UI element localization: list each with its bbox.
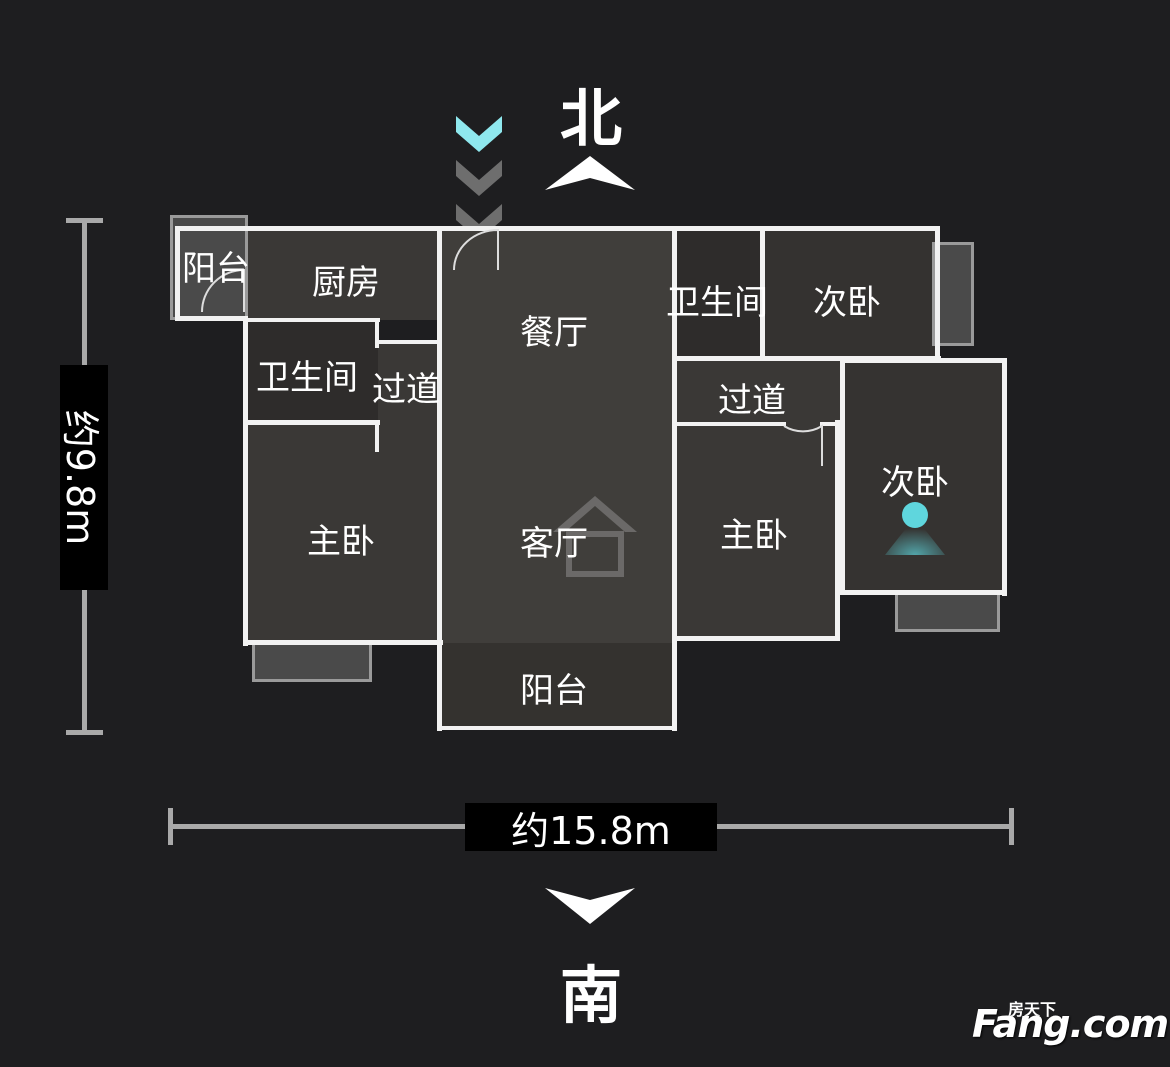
label-bath-north: 卫生间 — [666, 283, 768, 323]
depth-dimension-cap-top — [66, 218, 103, 223]
door-swing-icon — [783, 424, 823, 466]
fang-logo-text: Fang.com — [972, 1002, 1169, 1046]
wall — [820, 422, 840, 426]
label-kitchen: 厨房 — [312, 263, 380, 303]
label-master-west: 主卧 — [307, 522, 375, 562]
label-dining: 餐厅 — [520, 313, 588, 353]
room-bath-west — [248, 320, 378, 420]
room-master-west — [248, 425, 440, 640]
wall — [676, 422, 786, 426]
label-bedroom2-east: 次卧 — [881, 463, 949, 503]
room-master-east — [672, 425, 837, 640]
balcony-master-west — [252, 640, 372, 682]
wall — [175, 226, 180, 321]
room-corridor-west — [378, 340, 440, 425]
label-living: 客厅 — [520, 524, 588, 564]
label-master-east: 主卧 — [720, 516, 788, 556]
door-swing-icon — [201, 268, 245, 313]
south-arrow-icon — [545, 888, 635, 924]
wall — [175, 226, 940, 231]
depth-dimension-cap-bottom — [66, 730, 103, 735]
north-label: 北 — [560, 82, 623, 155]
wall — [676, 356, 941, 361]
width-dimension-cap-right — [1009, 808, 1014, 845]
room-balcony-south — [440, 643, 675, 728]
wall — [243, 640, 443, 645]
wall — [760, 226, 765, 361]
room-bath-north — [672, 228, 764, 358]
wall — [935, 226, 940, 356]
location-marker-icon — [885, 502, 945, 555]
label-balcony-south: 阳台 — [520, 671, 588, 711]
wall — [243, 316, 248, 646]
label-bath-west: 卫生间 — [256, 358, 358, 398]
wall — [835, 420, 840, 640]
width-dimension-label: 约15.8m — [511, 808, 671, 853]
wall — [248, 420, 380, 425]
width-dimension-box: 约15.8m — [465, 803, 717, 853]
room-corridor-east — [672, 358, 842, 425]
wall — [375, 340, 437, 344]
room-dining-living — [440, 228, 672, 643]
fang-logo-cn: 房天下 — [1008, 1000, 1057, 1019]
depth-dimension-box: 约9.8m — [59, 365, 108, 590]
wall — [840, 358, 1007, 363]
wall — [672, 226, 677, 731]
north-arrow-icon — [545, 156, 635, 190]
wall — [437, 726, 677, 730]
wall — [437, 226, 442, 731]
label-corridor-west: 过道 — [372, 370, 440, 410]
wall — [840, 358, 845, 595]
depth-dimension-label: 约9.8m — [58, 409, 103, 546]
center-watermark-house-icon — [553, 496, 637, 577]
balcony-bedroom2-east — [895, 590, 1000, 632]
wall — [248, 318, 380, 322]
entrance-door-icon — [453, 228, 499, 271]
entrance-chevron-icon — [456, 116, 502, 240]
wall — [1002, 358, 1007, 596]
south-label: 南 — [560, 959, 623, 1032]
wall — [672, 636, 840, 641]
wall — [375, 318, 379, 348]
fang-logo: 房天下 Fang.com — [972, 992, 1169, 1052]
label-balcony-nw: 阳台 — [182, 249, 250, 289]
room-bedroom2-north — [764, 228, 939, 358]
label-bedroom2-north: 次卧 — [813, 283, 881, 323]
room-kitchen — [248, 228, 440, 320]
label-corridor-east: 过道 — [718, 381, 786, 421]
wall — [840, 590, 1007, 595]
wall — [375, 420, 379, 452]
wall — [175, 316, 248, 321]
width-dimension-cap-left — [168, 808, 173, 845]
